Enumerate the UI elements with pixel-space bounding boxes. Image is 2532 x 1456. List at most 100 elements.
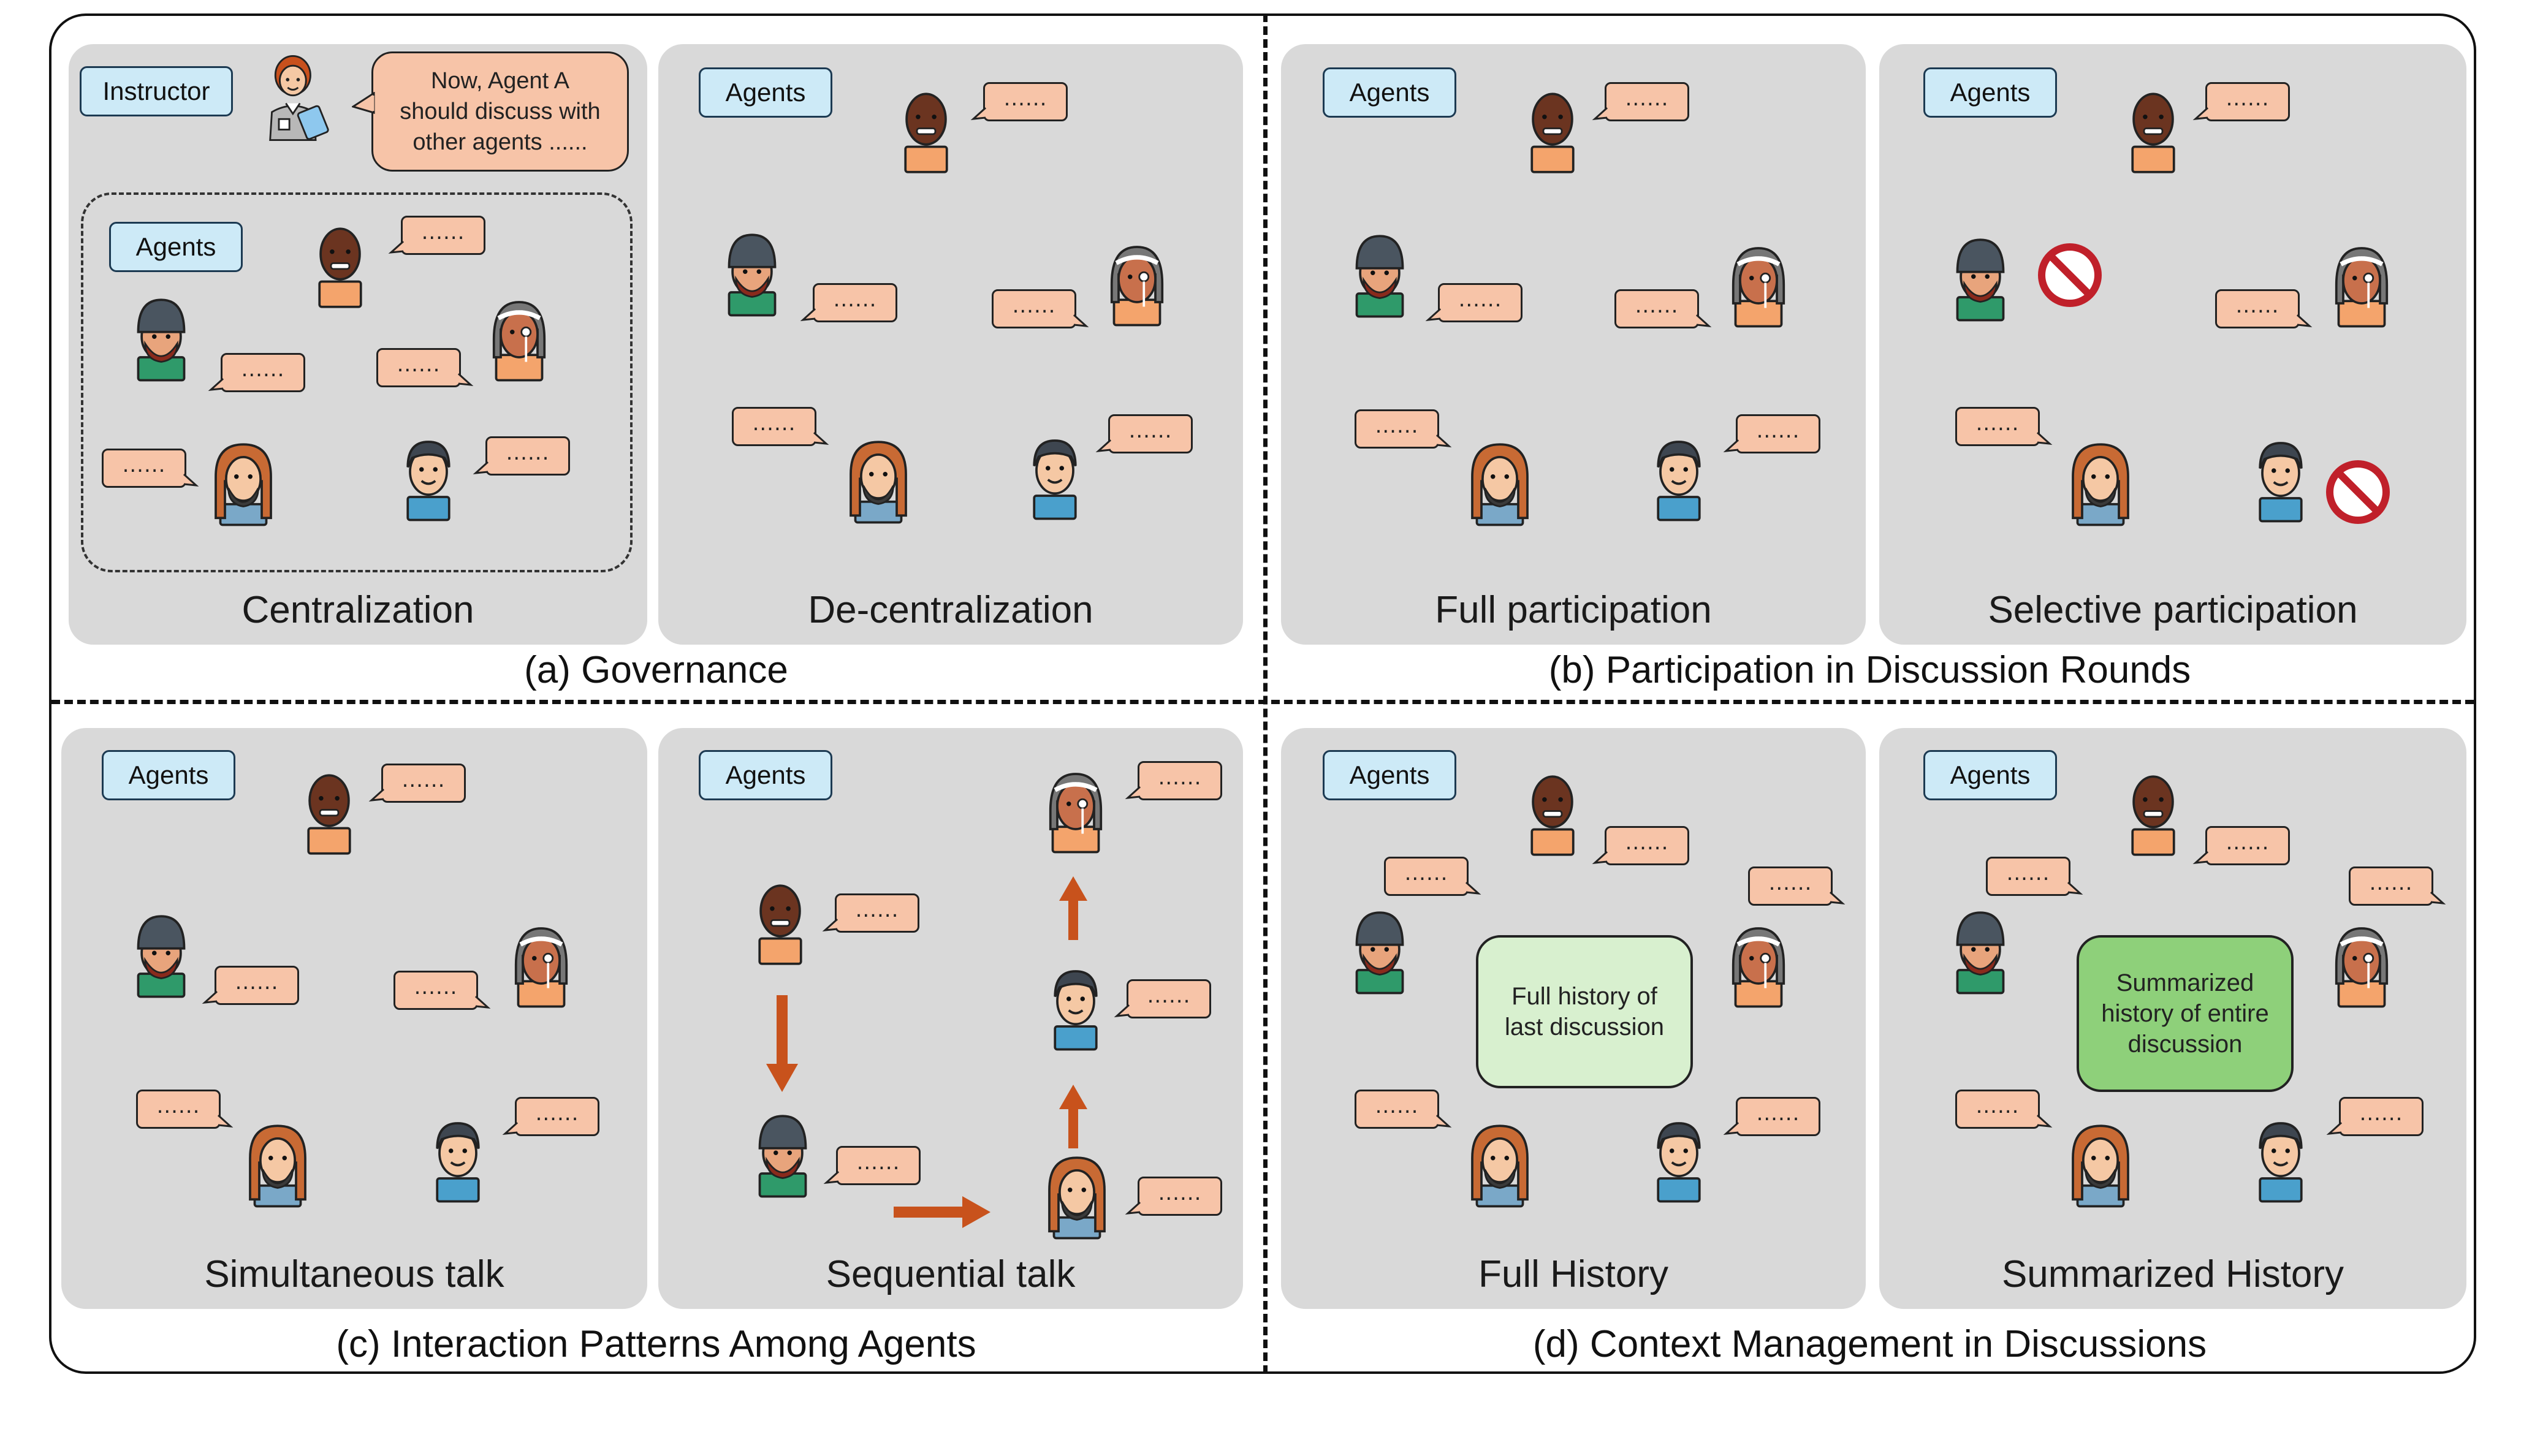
panel-label-selective-participation: Selective participation <box>1988 589 2358 631</box>
speech-bubble-text: ...... <box>732 407 816 446</box>
agent-beanie-icon <box>706 228 798 320</box>
panel-selective-participation: Selective participation <box>1879 44 2466 645</box>
speech-bubble: ...... <box>1425 283 1523 322</box>
speech-bubble-text: ...... <box>1605 826 1689 865</box>
agent-long-hair-icon <box>832 435 924 527</box>
speech-bubble: ...... <box>1592 82 1689 121</box>
speech-bubble: ...... <box>376 348 474 387</box>
panel-label-centralization: Centralization <box>241 589 474 631</box>
agent-short-hair-icon <box>1030 962 1122 1054</box>
speech-bubble: ...... <box>1355 409 1452 449</box>
speech-bubble: ...... <box>2215 289 2313 328</box>
panel-label-full-history: Full History <box>1478 1253 1669 1295</box>
speech-bubble-text: ...... <box>1986 857 2070 896</box>
panel-label-decentralization: De-centralization <box>808 589 1093 631</box>
speech-bubble-text: ...... <box>1748 866 1833 906</box>
speech-bubble-text: ...... <box>215 966 299 1005</box>
speech-bubble: ...... <box>136 1090 234 1129</box>
agent-short-hair-icon <box>1633 1114 1725 1206</box>
speech-bubble-text: ...... <box>515 1097 599 1136</box>
agent-beanie-icon <box>115 293 207 385</box>
caption-participation: (b) Participation in Discussion Rounds <box>1548 649 2191 691</box>
speech-bubble-text: ...... <box>835 893 919 933</box>
vertical-divider <box>1263 13 1268 1374</box>
agent-headband-icon <box>2316 239 2408 331</box>
speech-bubble-text: ...... <box>1127 979 1211 1018</box>
speech-bubble: ...... <box>822 893 919 933</box>
panel-label-summarized-history: Summarized History <box>2001 1253 2344 1295</box>
agents-tag: Agents <box>699 67 832 118</box>
agent-headband-icon <box>1713 919 1804 1011</box>
agent-beanie-icon <box>115 909 207 1001</box>
speech-bubble: ...... <box>732 407 829 446</box>
arrow-icon <box>894 1194 992 1234</box>
agents-tag: Agents <box>102 750 235 800</box>
speech-bubble-text: ...... <box>1108 414 1193 453</box>
speech-bubble: ...... <box>1125 761 1222 800</box>
speech-bubble-text: ...... <box>1355 1090 1439 1129</box>
speech-bubble-text: ...... <box>1955 407 2040 446</box>
instructor-speech-tail <box>352 92 375 115</box>
speech-bubble: ...... <box>1125 1177 1222 1216</box>
agents-tag: Agents <box>109 222 243 272</box>
agent-long-hair-icon <box>2055 1119 2146 1211</box>
speech-bubble: ...... <box>2349 866 2446 906</box>
no-entry-icon <box>2036 241 2104 309</box>
agent-headband-icon <box>2316 919 2408 1011</box>
speech-bubble: ...... <box>2192 82 2290 121</box>
speech-bubble: ...... <box>208 353 305 392</box>
arrow-icon <box>1058 1085 1089 1151</box>
panel-label-sequential: Sequential talk <box>826 1253 1076 1295</box>
speech-bubble-text: ...... <box>393 971 478 1010</box>
panel-label-full-participation: Full participation <box>1435 589 1712 631</box>
agent-headband-icon <box>1713 239 1804 331</box>
speech-bubble: ...... <box>2192 826 2290 865</box>
no-entry-icon <box>2324 458 2392 526</box>
speech-bubble-text: ...... <box>136 1090 221 1129</box>
agent-long-hair-icon <box>1031 1151 1123 1243</box>
caption-context: (d) Context Management in Discussions <box>1532 1323 2207 1365</box>
speech-bubble-text: ...... <box>1384 857 1469 896</box>
speech-bubble-text: ...... <box>376 348 461 387</box>
agent-short-hair-icon <box>2235 1114 2327 1206</box>
speech-bubble-text: ...... <box>1438 283 1523 322</box>
centralized-agent-group <box>81 192 633 572</box>
speech-bubble: ...... <box>1355 1090 1452 1129</box>
agent-long-hair-icon <box>197 438 289 529</box>
panel-full-participation: Full participation <box>1281 44 1866 645</box>
speech-bubble: ...... <box>502 1097 599 1136</box>
speech-bubble: ...... <box>1723 1097 1820 1136</box>
caption-interaction: (c) Interaction Patterns Among Agents <box>336 1323 976 1365</box>
speech-bubble: ...... <box>1384 857 1481 896</box>
speech-bubble-text: ...... <box>1138 761 1222 800</box>
speech-bubble: ...... <box>1095 414 1193 453</box>
speech-bubble: ...... <box>970 82 1068 121</box>
panel-label-simultaneous: Simultaneous talk <box>204 1253 504 1295</box>
speech-bubble: ...... <box>1955 407 2053 446</box>
speech-bubble-text: ...... <box>1614 289 1699 328</box>
speech-bubble-text: ...... <box>2215 289 2300 328</box>
agent-short-hair-icon <box>382 433 474 525</box>
agent-short-hair-icon <box>1633 433 1725 525</box>
agents-tag: Agents <box>1323 67 1456 118</box>
speech-bubble-text: ...... <box>836 1146 921 1185</box>
speech-bubble-text: ...... <box>813 283 897 322</box>
agents-tag: Agents <box>1323 750 1456 800</box>
speech-bubble: ...... <box>1114 979 1211 1018</box>
caption-governance: (a) Governance <box>524 649 788 691</box>
speech-bubble: ...... <box>1955 1090 2053 1129</box>
instructor-speech-bubble: Now, Agent A should discuss with other a… <box>371 51 629 172</box>
agent-dark-skin-icon <box>2107 770 2199 862</box>
speech-bubble: ...... <box>1723 414 1820 453</box>
speech-bubble-text: ...... <box>1736 1097 1820 1136</box>
agent-dark-skin-icon <box>734 879 826 971</box>
agent-long-hair-icon <box>2055 438 2146 529</box>
agents-tag: Agents <box>1923 750 2057 800</box>
agent-dark-skin-icon <box>2107 87 2199 179</box>
instructor-icon <box>251 49 362 178</box>
speech-bubble: ...... <box>823 1146 921 1185</box>
arrow-icon <box>764 995 800 1096</box>
speech-bubble-text: ...... <box>2339 1097 2424 1136</box>
speech-bubble: ...... <box>1614 289 1712 328</box>
